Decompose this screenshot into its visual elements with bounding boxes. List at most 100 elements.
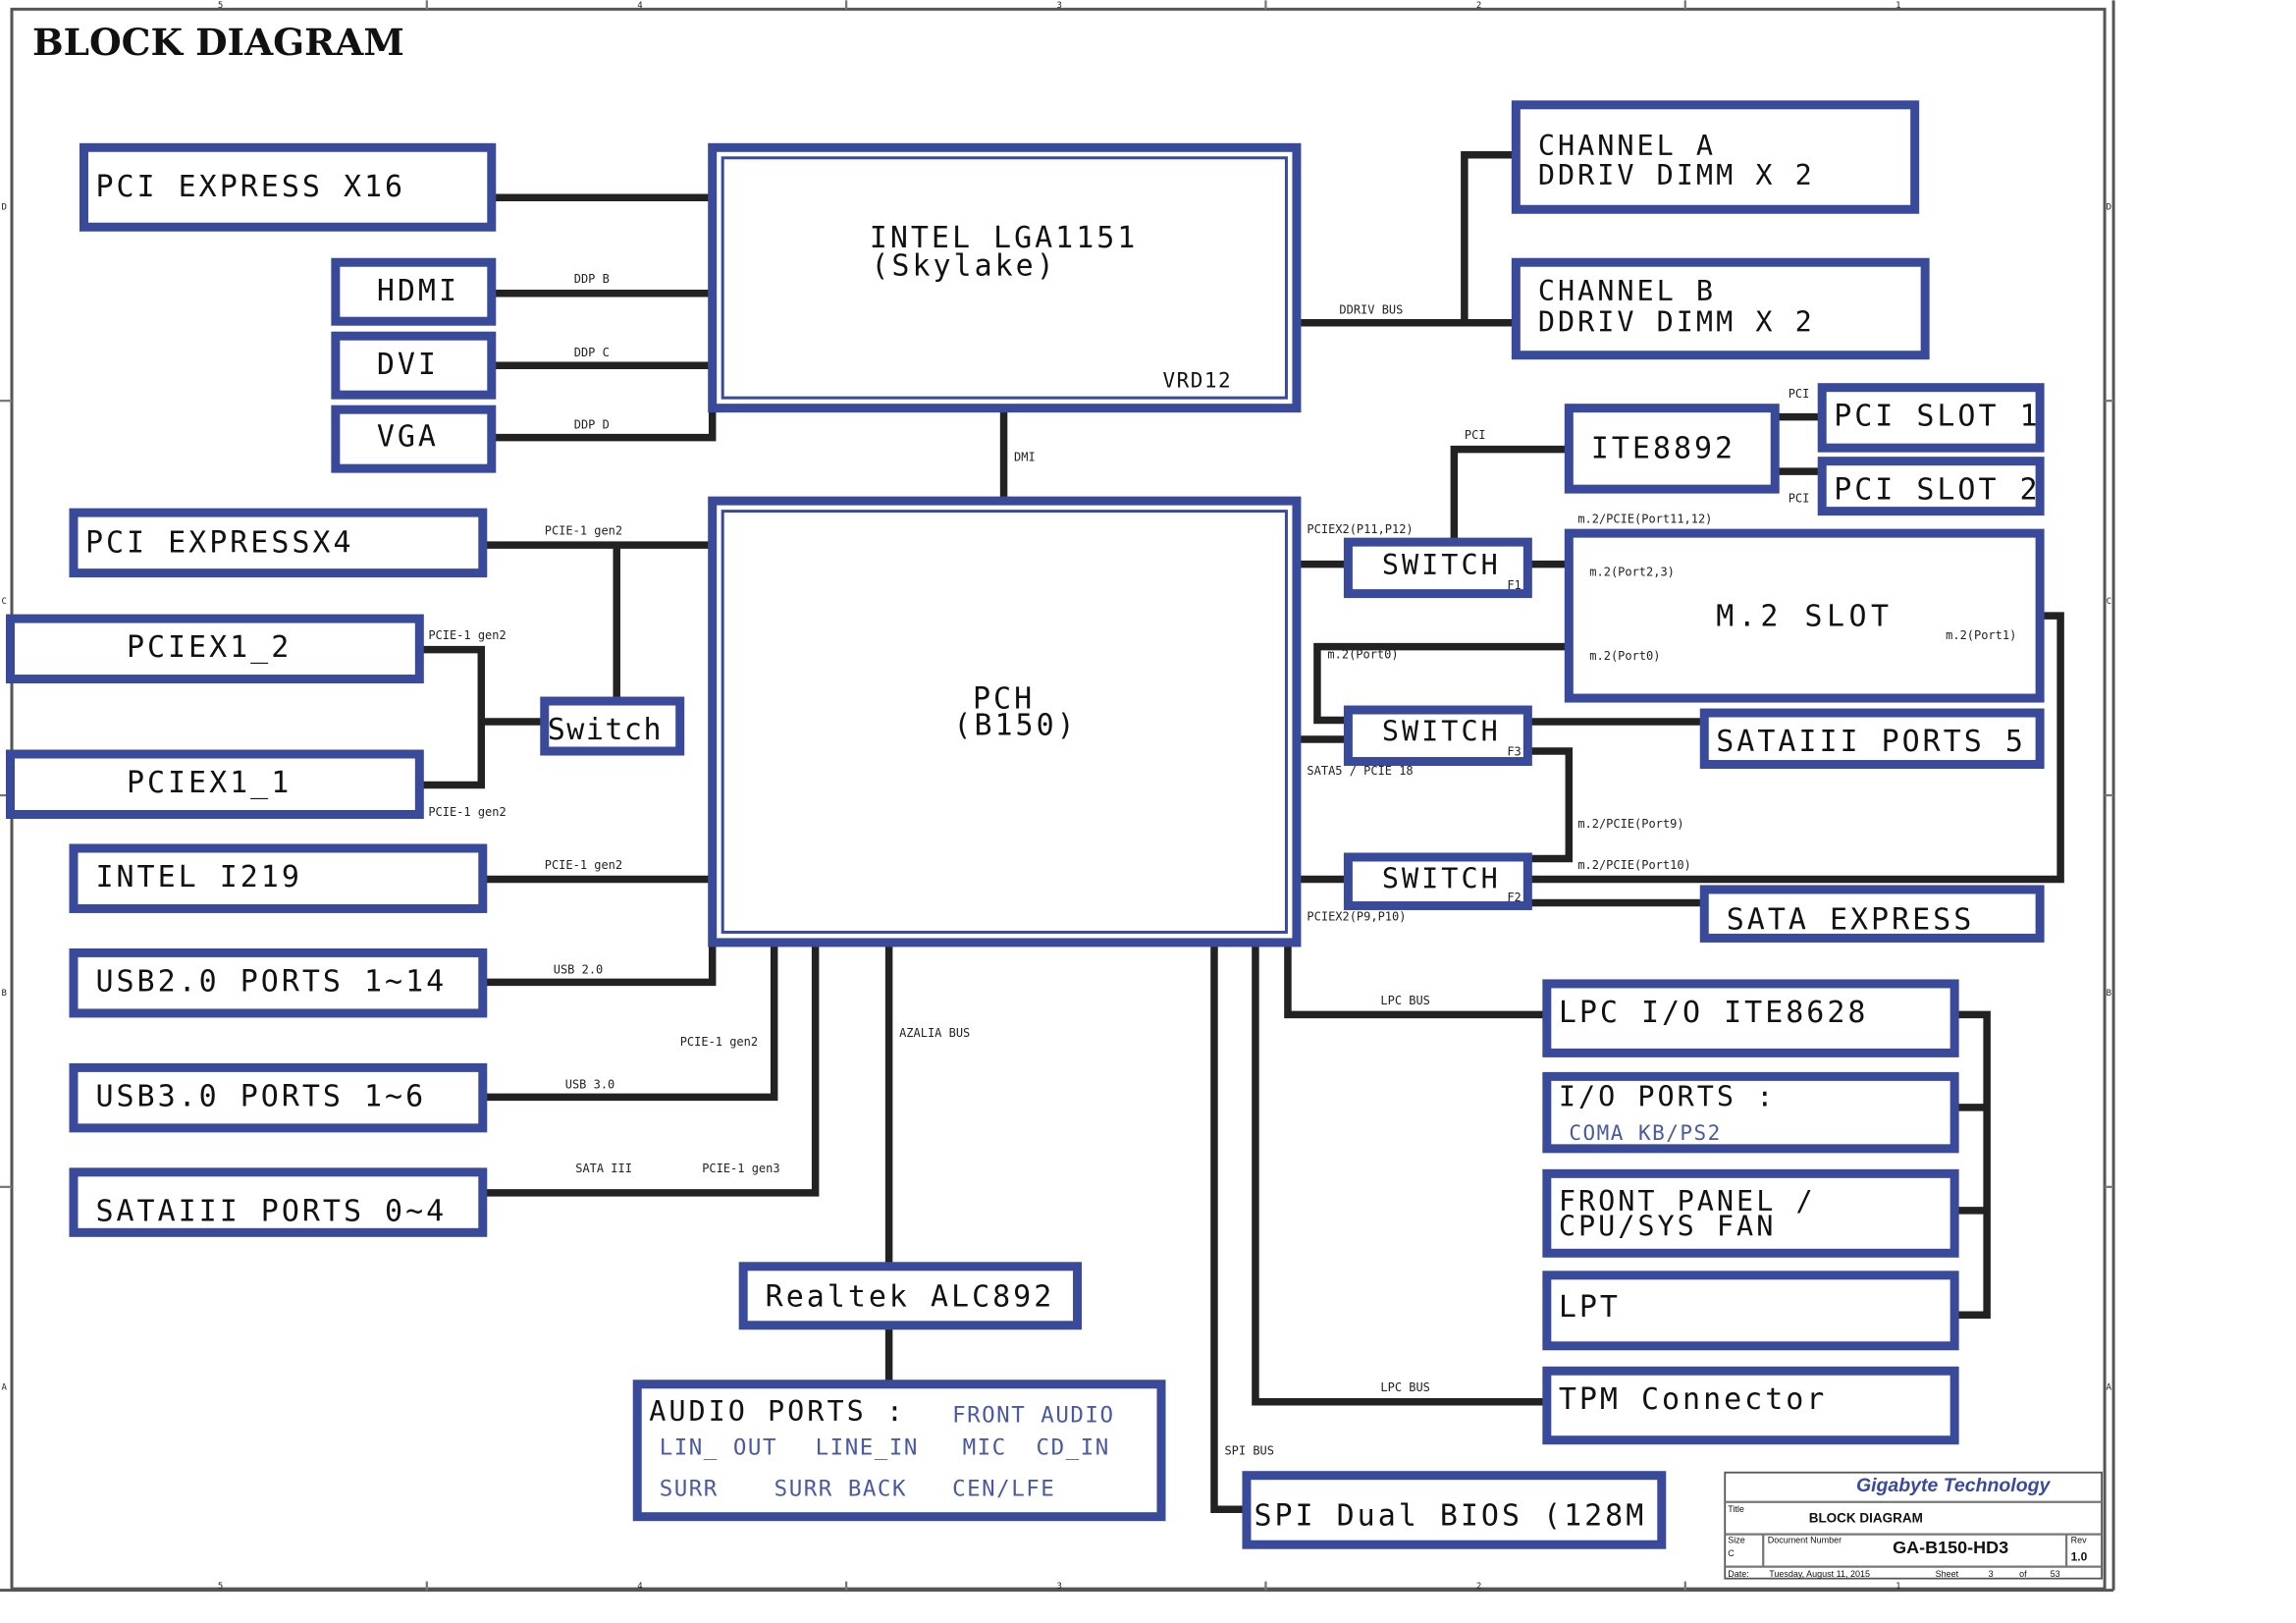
tb-of-label: of — [2019, 1569, 2027, 1579]
io-ports-heading: I/O PORTS : — [1559, 1080, 1777, 1112]
m2-port23: m.2(Port2,3) — [1589, 566, 1675, 579]
tb-date-label: Date: — [1728, 1569, 1748, 1579]
signal-usb30: USB 3.0 — [565, 1077, 615, 1091]
signal-pci: PCI — [1465, 428, 1486, 442]
lpt-label: LPT — [1559, 1290, 1621, 1325]
left-blocks: PCI EXPRESS X16 HDMI DVI VGA PCI EXPRESS… — [5, 142, 685, 1237]
border-bottom-2: 2 — [1476, 1582, 1481, 1592]
title-block: Gigabyte Technology Title BLOCK DIAGRAM … — [1724, 1471, 2103, 1580]
spi-bios-label: SPI Dual BIOS (128M — [1254, 1499, 1646, 1534]
tb-sheet-label: Sheet — [1936, 1569, 1959, 1579]
signal-m2-port0: m.2(Port0) — [1327, 648, 1398, 662]
signal-dmi: DMI — [1014, 451, 1036, 464]
border-right-d: D — [2107, 202, 2111, 212]
signal-pciex2-p9: PCIEX2(P9,P10) — [1307, 909, 1406, 923]
usb2-label: USB2.0 PORTS 1~14 — [95, 964, 447, 999]
audio-surr: SURR — [660, 1477, 719, 1502]
signal-pci-slot2: PCI — [1789, 492, 1810, 506]
signal-m2-pcie10: m.2/PCIE(Port10) — [1577, 858, 1690, 872]
signal-ddp-c: DDP C — [574, 346, 610, 359]
border-bottom-3: 3 — [1057, 1582, 1062, 1592]
pcie-x4-label: PCI EXPRESSX4 — [85, 526, 354, 561]
pch-block: PCH (B150) — [708, 496, 1302, 947]
pci-slot1-label: PCI SLOT 1 — [1834, 400, 2040, 434]
intel-i219-label: INTEL I219 — [95, 860, 301, 894]
audio-heading: AUDIO PORTS : — [649, 1395, 906, 1428]
border-top-2: 2 — [1476, 1, 1481, 11]
signal-m2-pcie-1112: m.2/PCIE(Port11,12) — [1577, 513, 1712, 526]
border-left-d: D — [1, 202, 6, 212]
audio-mic: MIC — [963, 1435, 1007, 1461]
tb-rev-label: Rev — [2071, 1536, 2087, 1545]
tb-size: C — [1728, 1548, 1735, 1558]
signal-ddp-d: DDP D — [574, 418, 610, 432]
signal-i219: PCIE-1 gen2 — [545, 858, 622, 872]
channel-a-line2: DDRIV DIMM X 2 — [1538, 159, 1815, 191]
switch-1-f1: F1 — [1507, 578, 1521, 592]
m2-slot-title: M.2 SLOT — [1716, 600, 1893, 634]
border-left-b: B — [1, 989, 6, 999]
border-top-5: 5 — [218, 1, 223, 11]
cpu-vrd: VRD12 — [1162, 369, 1232, 393]
border-right-b: B — [2107, 989, 2111, 999]
sata-left-label: SATAIII PORTS 0~4 — [95, 1194, 447, 1228]
switch-left-label: Switch — [548, 713, 663, 747]
border-right-c: C — [2107, 597, 2111, 607]
signal-pcie-x4: PCIE-1 gen2 — [545, 524, 622, 538]
signal-ddp-b: DDP B — [574, 272, 610, 286]
lpc-io-label: LPC I/O ITE8628 — [1559, 996, 1869, 1030]
tb-docnum: GA-B150-HD3 — [1893, 1538, 2008, 1557]
switch-1-label: SWITCH — [1382, 549, 1501, 581]
pcie-x16-label: PCI EXPRESS X16 — [95, 170, 405, 204]
audio-cen-lfe: CEN/LFE — [952, 1477, 1055, 1502]
wires — [419, 151, 2064, 1513]
realtek-label: Realtek ALC892 — [766, 1279, 1055, 1314]
signal-ddriv-bus: DDRIV BUS — [1339, 303, 1403, 317]
cpu-block: INTEL LGA1151 (Skylake) VRD12 — [708, 142, 1302, 413]
audio-cd-in: CD_IN — [1037, 1435, 1110, 1461]
signal-usb20: USB 2.0 — [554, 962, 604, 976]
channel-a-line1: CHANNEL A — [1538, 130, 1716, 162]
io-ports-sub: COMA KB/PS2 — [1569, 1121, 1721, 1145]
border-top-4: 4 — [637, 1, 642, 11]
pch-name: PCH — [973, 682, 1035, 717]
cpu-name: INTEL LGA1151 — [870, 221, 1139, 255]
audio-blocks: Realtek ALC892 AUDIO PORTS : FRONT AUDIO… — [632, 1262, 1166, 1522]
signal-pciex1-2: PCIE-1 gen2 — [428, 628, 506, 642]
border-left-c: C — [1, 597, 6, 607]
cpu-codename: (Skylake) — [871, 249, 1056, 284]
tb-sheet: 3 — [1989, 1569, 1994, 1579]
signal-labels: DDP B DDP C DDP D DDRIV BUS DMI PCIE-1 g… — [428, 272, 1809, 1457]
tb-date: Tuesday, August 11, 2015 — [1769, 1569, 1870, 1579]
usb3-label: USB3.0 PORTS 1~6 — [95, 1079, 426, 1113]
right-blocks: CHANNEL A DDRIV DIMM X 2 CHANNEL B DDRIV… — [1242, 100, 2045, 1549]
tb-title-label: Title — [1728, 1504, 1744, 1514]
signal-usb3-pcie: PCIE-1 gen2 — [680, 1035, 758, 1049]
signal-azalia: AZALIA BUS — [899, 1026, 970, 1040]
signal-pcie-gen3: PCIE-1 gen3 — [702, 1162, 779, 1175]
signal-spi-bus: SPI BUS — [1224, 1444, 1274, 1458]
signal-pciex1-1: PCIE-1 gen2 — [428, 805, 506, 819]
signal-lpc-bus-2: LPC BUS — [1380, 1380, 1430, 1394]
signal-m2-pcie9: m.2/PCIE(Port9) — [1577, 817, 1683, 831]
tb-docnum-label: Document Number — [1768, 1536, 1842, 1545]
border-bottom-4: 4 — [637, 1582, 642, 1592]
channel-b-line1: CHANNEL B — [1538, 275, 1716, 307]
tb-size-label: Size — [1728, 1536, 1744, 1545]
switch-2-label: SWITCH — [1382, 716, 1501, 748]
border-top-3: 3 — [1057, 1, 1062, 11]
sata-express-label: SATA EXPRESS — [1727, 902, 1975, 937]
switch-2-f3: F3 — [1507, 745, 1521, 759]
tb-sheets: 53 — [2051, 1569, 2060, 1579]
sata5-label: SATAIII PORTS 5 — [1716, 725, 2026, 759]
pciex1-1-label: PCIEX1_1 — [127, 766, 292, 800]
pch-model: (B150) — [953, 709, 1077, 743]
audio-lin-out: LIN_ OUT — [660, 1435, 777, 1461]
vga-label: VGA — [377, 420, 439, 455]
m2-port1: m.2(Port1) — [1946, 628, 2016, 642]
tb-company: Gigabyte Technology — [1856, 1475, 2052, 1496]
front-panel-line2: CPU/SYS FAN — [1559, 1210, 1777, 1242]
m2-port0: m.2(Port0) — [1589, 649, 1660, 663]
